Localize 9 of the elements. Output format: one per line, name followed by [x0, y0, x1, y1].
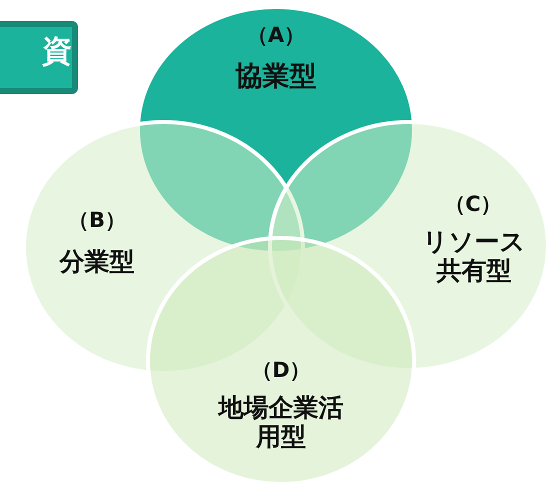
category-label: （A）	[246, 23, 306, 48]
category-name: 資	[41, 35, 72, 70]
category-name: 分業型	[58, 248, 136, 277]
category-name: 協業型	[234, 61, 318, 92]
category-label: （D）	[250, 358, 312, 382]
category-label: （B）	[66, 208, 127, 232]
category-name: リソース共有型	[422, 228, 526, 286]
category-name: 地場企業活用型	[216, 394, 344, 452]
category-label: （C）	[443, 192, 503, 216]
